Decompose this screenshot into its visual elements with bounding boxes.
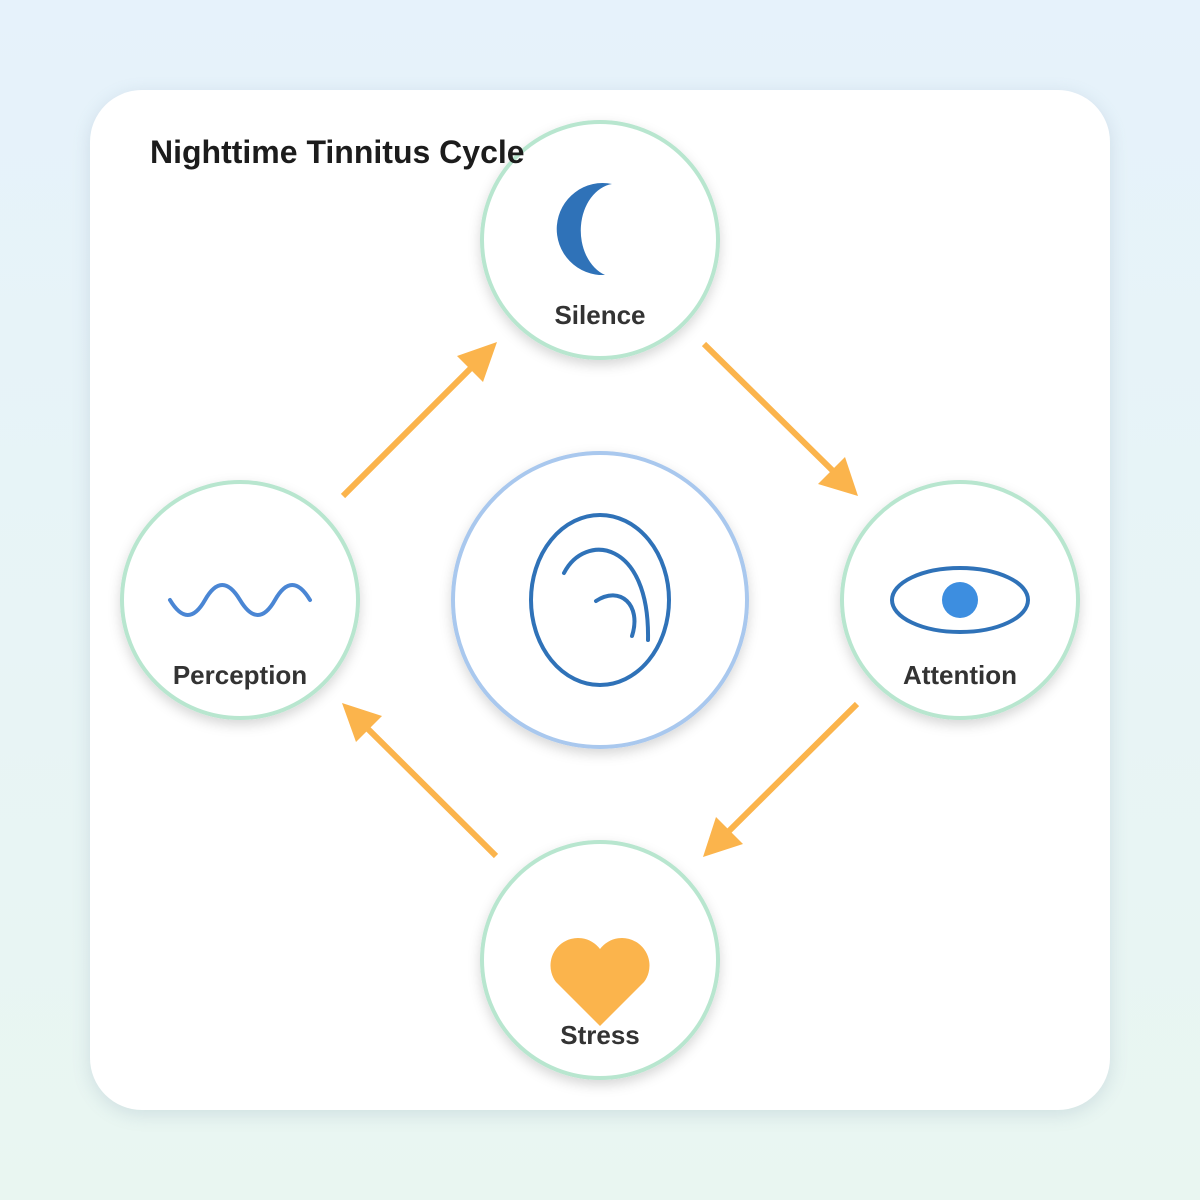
arrow-silence-to-attention [701, 341, 858, 496]
sound-wave-icon [168, 583, 312, 617]
perception-label: Perception [173, 660, 307, 690]
eye-icon [890, 566, 1030, 634]
arrow-stress-to-perception [342, 703, 499, 859]
ear-icon [529, 513, 671, 687]
arrow-perception-to-silence [340, 342, 497, 499]
silence-label: Silence [554, 300, 645, 330]
moon-icon [556, 183, 612, 276]
arrow-attention-to-stress [703, 701, 860, 857]
node-stress: Stress [480, 840, 720, 1080]
stress-label: Stress [560, 1020, 640, 1050]
attention-label: Attention [903, 660, 1017, 690]
center-node [451, 451, 749, 749]
node-perception: Perception [120, 480, 360, 720]
diagram-title: Nighttime Tinnitus Cycle [150, 134, 525, 170]
heart-icon [550, 938, 650, 1026]
node-silence: Silence [480, 120, 720, 360]
node-attention: Attention [840, 480, 1080, 720]
